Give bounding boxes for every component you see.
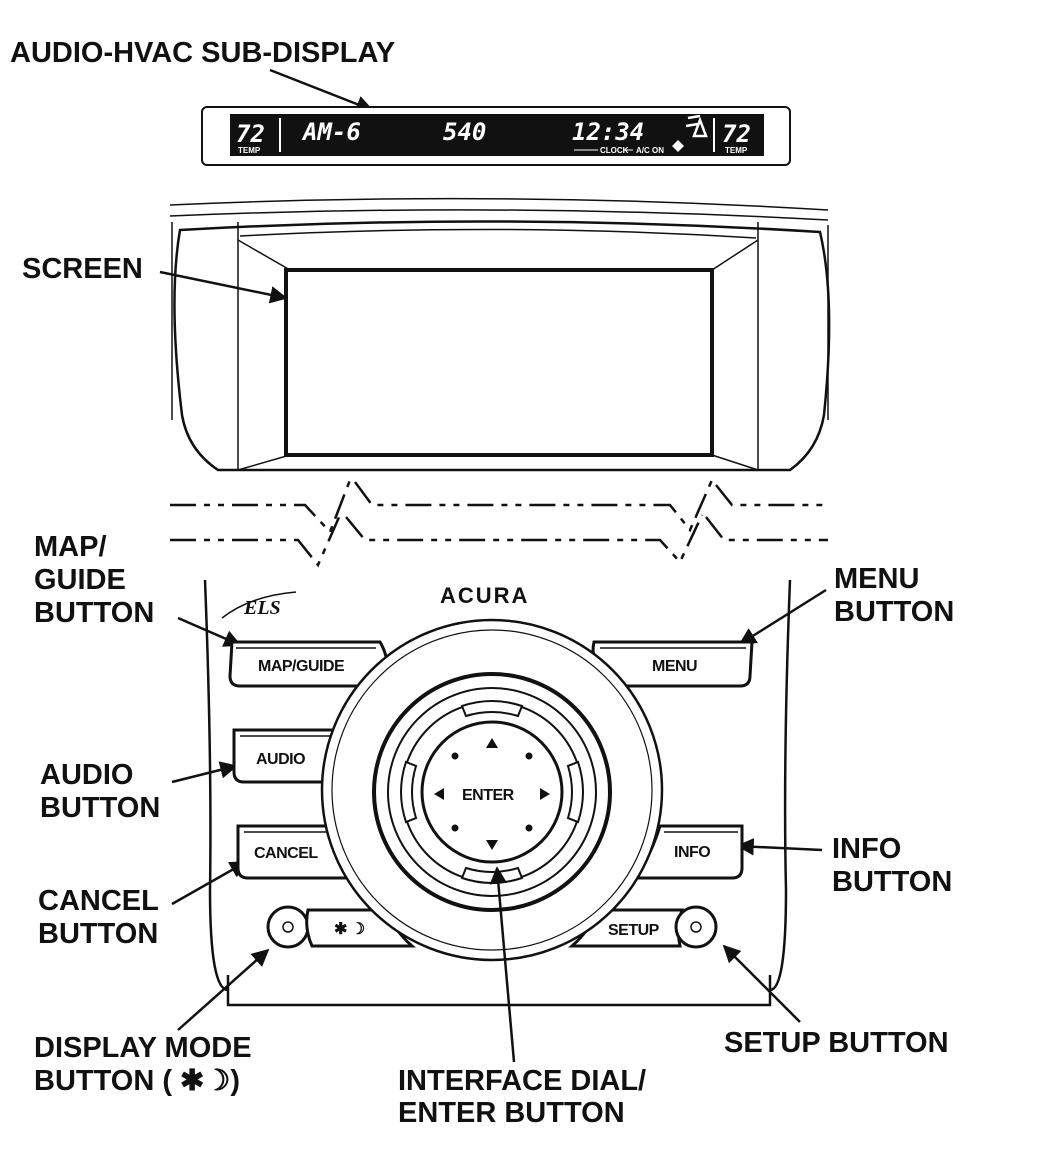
frequency-readout: 540: [443, 118, 486, 146]
clock-label: CLOCK: [600, 146, 629, 155]
menu-button-label: MENU: [652, 658, 697, 675]
control-panel: ACURA ELS: [203, 579, 792, 1007]
audio-button[interactable]: AUDIO: [232, 728, 341, 784]
cancel-button-label: CANCEL: [254, 845, 318, 862]
up-arrow-icon: [486, 738, 498, 748]
screen-arrow: [159, 270, 288, 304]
dial-callout-l2: ENTER BUTTON: [398, 1097, 625, 1129]
setup-button-label: SETUP: [608, 922, 660, 939]
setup-button[interactable]: SETUP: [568, 905, 718, 949]
acura-brand: ACURA: [440, 583, 529, 608]
temp-left-readout: 72: [236, 120, 265, 148]
seat-airflow-icon: [685, 114, 708, 138]
display-mode-knob[interactable]: [266, 905, 310, 949]
audio-button-label: AUDIO: [256, 751, 305, 768]
menu-callout-l1: MENU: [834, 563, 919, 595]
audio-callout-l1: AUDIO: [40, 759, 133, 791]
cancel-arrow: [171, 860, 248, 906]
info-callout-l2: BUTTON: [832, 866, 952, 898]
enter-button-label: ENTER: [462, 787, 515, 804]
setup-arrow: [722, 944, 801, 1023]
audio-callout-l2: BUTTON: [40, 792, 160, 824]
setup-callout: SETUP BUTTON: [724, 1027, 949, 1059]
dial-callout-l1: INTERFACE DIAL/: [398, 1065, 646, 1097]
screen-callout: SCREEN: [22, 253, 143, 285]
screen-unit: [169, 197, 831, 472]
menu-arrow: [738, 588, 827, 646]
els-logo: ELS: [221, 591, 297, 619]
break-lines: [170, 479, 828, 568]
map-guide-callout-l1: MAP/: [34, 531, 107, 563]
ac-label: A/C ON: [636, 146, 664, 155]
left-arrow-icon: [434, 788, 444, 800]
info-button-label: INFO: [674, 844, 710, 861]
map-guide-button-label: MAP/GUIDE: [258, 658, 345, 675]
svg-text:ELS: ELS: [243, 597, 281, 619]
sub-display-arrow: [269, 68, 374, 113]
clock-readout: 12:34: [572, 118, 644, 146]
cancel-callout-l1: CANCEL: [38, 885, 159, 917]
display-mode-button-label: ✱ ☽: [334, 921, 365, 938]
temp-right-label: TEMP: [725, 146, 748, 155]
setup-knob[interactable]: [674, 905, 718, 949]
map-guide-callout-l3: BUTTON: [34, 597, 154, 629]
sub-display-callout: AUDIO-HVAC SUB-DISPLAY: [10, 37, 395, 69]
interface-dial[interactable]: ENTER: [320, 618, 664, 962]
cancel-button[interactable]: CANCEL: [236, 824, 365, 880]
audio-arrow: [171, 761, 238, 784]
dial-arrow: [489, 866, 516, 1063]
map-guide-callout-l2: GUIDE: [34, 564, 126, 596]
display-mode-callout-l1: DISPLAY MODE: [34, 1032, 252, 1064]
menu-callout-l2: BUTTON: [834, 596, 954, 628]
temp-left-label: TEMP: [238, 146, 261, 155]
temp-right-readout: 72: [722, 120, 751, 148]
fan-icon: [672, 140, 684, 152]
display-mode-callout-l2: BUTTON ( ✱☽): [34, 1065, 240, 1097]
info-arrow: [736, 838, 823, 856]
audio-hvac-sub-display: 72 TEMP AM-6 540 12:34 CLOCK A/C ON 72 T…: [201, 106, 791, 166]
map-guide-button[interactable]: MAP/GUIDE: [228, 640, 389, 688]
display-mode-arrow: [177, 948, 270, 1031]
info-callout-l1: INFO: [832, 833, 901, 865]
cancel-callout-l2: BUTTON: [38, 918, 158, 950]
screen[interactable]: [284, 268, 714, 457]
band-readout: AM-6: [301, 118, 361, 146]
down-arrow-icon: [486, 840, 498, 850]
right-arrow-icon: [540, 788, 550, 800]
map-guide-arrow: [177, 616, 242, 647]
